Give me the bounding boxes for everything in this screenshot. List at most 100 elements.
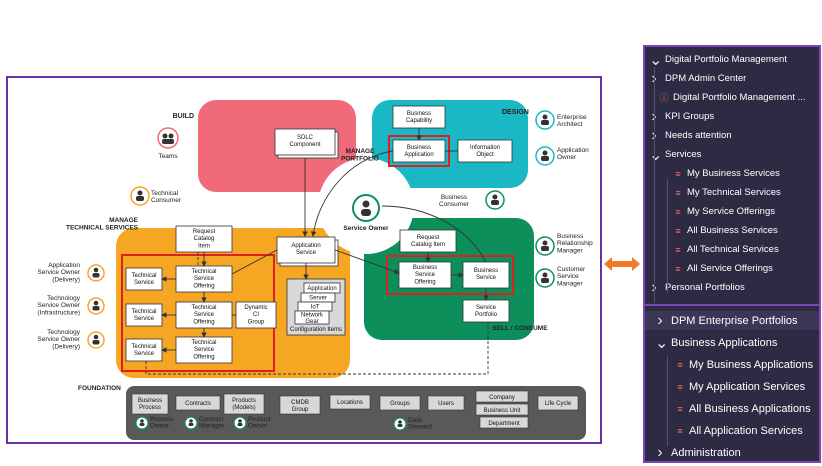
nav-item-label: All Business Services [687,225,778,236]
nav-item-my-application-services[interactable]: ≡ My Application Services [645,377,819,396]
contracts-text: Contracts [185,401,211,407]
application-to-appservice-line [310,150,394,237]
nav-item-business-applications[interactable]: ⌄Business Applications [645,333,819,352]
list-icon: ≡ [675,244,681,255]
nav-item-all-business-applications[interactable]: ≡ All Business Applications [645,399,819,418]
customer-service-manager-icon [535,268,555,288]
tech-service-owner-infra-icon [87,297,105,315]
service-owner-body [361,209,371,216]
business-process-box [131,393,169,415]
nav-section-top: ⌄Digital Portfolio Management›DPM Admin … [645,47,819,306]
users-box [427,395,465,411]
sdlc-component-box [274,128,336,156]
nav-item-all-business-services[interactable]: ≡ All Business Services [645,221,819,240]
foundation-label: FOUNDATION [78,385,121,392]
teams-label: Teams [158,153,178,160]
nav-item-label: Personal Portfolios [665,282,745,293]
life-cycle-text: Life Cycle [545,401,572,407]
chevron-right-icon: › [649,70,659,88]
list-icon: ≡ [675,225,681,236]
nav-item-personal-portfolios[interactable]: ›Personal Portfolios [645,278,819,297]
nav-item-label: Business Applications [671,336,778,349]
business-unit-box [475,403,529,416]
nav-item-my-business-applications[interactable]: ≡My Business Applications [645,355,819,374]
nav-item-administration[interactable]: › Administration [645,443,819,461]
nav-item-label: Administration [671,446,741,459]
config-iot-text: IoT [311,305,320,311]
technical-service-2-box [125,303,163,327]
chevron-right-icon: › [657,443,663,461]
application-service-box [276,236,336,264]
navigation-panel: ⌄Digital Portfolio Management›DPM Admin … [643,45,821,463]
list-icon: ≡ [677,425,683,436]
nav-item-my-service-offerings[interactable]: ≡My Service Offerings [645,202,819,221]
list-icon: ≡ [677,381,683,392]
owner-to-bs-curve [381,205,487,263]
users-text: Users [438,401,454,407]
request-catalog-item-left-box [175,225,233,253]
nav-item-digital-portfolio-management[interactable]: ⌄Digital Portfolio Management [645,50,819,69]
technical-service-3-box [125,338,163,362]
nav-item-kpi-groups[interactable]: ›KPI Groups [645,107,819,126]
list-icon: ≡ [677,403,683,414]
nav-item-label: DPM Admin Center [665,73,747,84]
nav-item-needs-attention[interactable]: › Needs attention [645,126,819,145]
nav-item-my-business-services[interactable]: ≡My Business Services [645,164,819,183]
configuration-items-text: Configuration Items [290,327,342,333]
nav-item-my-technical-services[interactable]: ≡My Technical Services [645,183,819,202]
nav-item-all-technical-services[interactable]: ≡ All Technical Services [645,240,819,259]
contract-manager-icon [184,416,198,430]
tso-to-appservice-line [231,249,278,275]
technical-service-1-box [125,267,163,291]
nav-item-label: All Technical Services [687,244,779,255]
nav-item-services[interactable]: ⌄Services [645,145,819,164]
nav-item-all-service-offerings[interactable]: ≡All Service Offerings [645,259,819,278]
config-server-text: Server [309,296,327,302]
business-unit-text: Business Unit [484,408,521,414]
application-owner-icon [535,146,555,166]
nav-item-label: Needs attention [665,130,732,141]
nav-item-label: KPI Groups [665,111,715,122]
sell-consume-label: SELL / CONSUME [492,325,548,332]
double-arrow-icon [604,257,640,271]
product-owner-icon [233,416,247,430]
nav-item-dpm-enterprise-portfolios[interactable]: ›DPM Enterprise Portfolios [645,311,819,330]
service-owner-head [362,200,370,208]
nav-item-dpm-admin-center[interactable]: › DPM Admin Center [645,69,819,88]
nav-item-all-application-services[interactable]: ≡All Application Services [645,421,819,440]
chevron-down-icon: ⌄ [655,334,669,352]
portfolio-dashed-loop [145,322,489,375]
tree-guide-line [654,67,655,303]
products-models-box [223,393,265,415]
nav-item-label: My Business Applications [689,358,814,371]
business-consumer-icon [485,190,505,210]
design-label: DESIGN [502,109,529,116]
locations-text: Locations [337,400,363,406]
nav-item-label: All Service Offerings [687,263,773,274]
technical-service-offering-1-box [175,265,233,293]
chevron-right-icon: › [649,127,659,145]
nav-item-label: My Application Services [689,380,806,393]
nav-item-label: All Business Applications [689,402,811,415]
nav-item-label: My Business Services [687,168,780,179]
business-service-offering-box [398,261,452,289]
appservice-to-bso-line [334,249,400,275]
nav-item-label: My Technical Services [687,187,781,198]
